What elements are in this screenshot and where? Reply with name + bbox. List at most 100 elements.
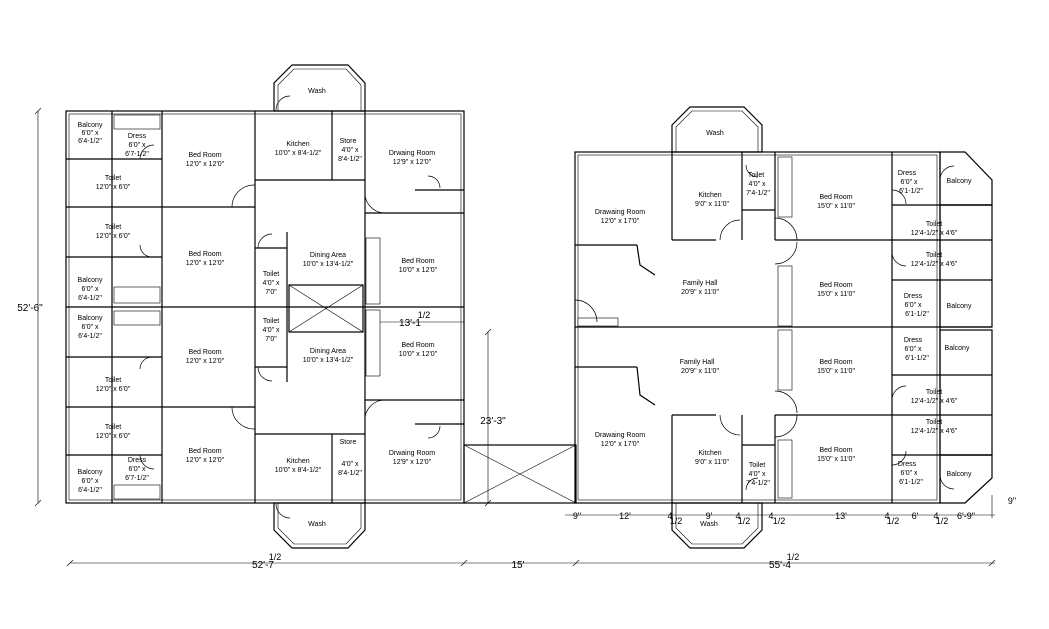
size-drawing-top: 12'9" x 12'0" — [393, 159, 432, 166]
left-block — [65, 64, 465, 549]
left-block-labels: Balcony 6'0" x 6'4-1/2" Dress 6'0" x 6'7… — [78, 88, 438, 528]
label-dress-bot: Dress — [128, 457, 147, 464]
label-balcony-top: Balcony — [78, 122, 103, 129]
size-bed-4: 12'0" x 12'0" — [186, 457, 225, 464]
size-r-toilet-bot-2: 7'4-1/2" — [746, 480, 770, 487]
size-r-bed-4: 15'0" x 11'0" — [817, 456, 855, 463]
size-balcony-mid2-1: 6'0" x — [81, 324, 99, 331]
size-balcony-bot-2: 6'4-1/2" — [78, 487, 102, 494]
size-r-dress-4-1: 6'0" x — [900, 470, 918, 477]
label-toilet-3: Toilet — [105, 377, 121, 384]
dim-seg-3: 4 — [667, 511, 672, 521]
size-balcony-mid1-2: 6'4-1/2" — [78, 295, 102, 302]
size-store-bot-2: 8'4-1/2" — [338, 470, 362, 477]
label-dining-1: Dining Area — [310, 252, 346, 259]
size-bed-r1: 10'0" x 12'0" — [399, 267, 438, 274]
size-r-drawing-top: 12'0" x 17'0" — [601, 218, 640, 225]
label-balcony-bot: Balcony — [78, 469, 103, 476]
label-dress-top: Dress — [128, 133, 147, 140]
label-toilet-1: Toilet — [105, 175, 121, 182]
size-r-toilet-3: 12'4-1/2" x 4'6" — [911, 398, 958, 405]
size-r-kitchen-top: 9'0" x 11'0" — [695, 201, 729, 208]
size-kitchen-bot: 10'0" x 8'4-1/2" — [275, 467, 322, 474]
dim-gap-width-frac: 1/2 — [418, 310, 431, 320]
label-r-bed-3: Bed Room — [819, 359, 852, 366]
size-r-toilet-2: 12'4-1/2" x 4'6" — [911, 261, 958, 268]
dim-seg-1: 9" — [573, 511, 581, 521]
dim-seg-12: 9" — [1008, 496, 1016, 506]
dim-total-height: 52'-6" — [17, 303, 43, 314]
size-toilet-c2-1: 4'0" x — [262, 327, 280, 334]
dim-seg-8-frac: 1/2 — [887, 516, 900, 526]
size-family-hall-2: 20'9" x 11'0" — [681, 368, 719, 375]
label-family-hall-2: Family Hall — [680, 359, 715, 366]
middle-passage — [380, 321, 577, 507]
dim-gap-width: 13'-1 — [399, 318, 421, 329]
label-bed-r1: Bed Room — [401, 258, 434, 265]
label-r-wash-bot: Wash — [700, 521, 718, 528]
dim-seg-9: 6' — [912, 511, 919, 521]
size-balcony-bot-1: 6'0" x — [81, 478, 99, 485]
size-bed-3: 12'0" x 12'0" — [186, 358, 225, 365]
size-r-dress-3-2: 6'1-1/2" — [905, 355, 929, 362]
label-r-drawing-top: Drawaing Room — [595, 209, 645, 216]
size-r-drawing-bot: 12'0" x 17'0" — [601, 441, 640, 448]
size-balcony-mid1-1: 6'0" x — [81, 286, 99, 293]
label-r-balcony-4: Balcony — [947, 471, 972, 478]
size-kitchen-top: 10'0" x 8'4-1/2" — [275, 150, 322, 157]
right-block-labels: Wash Drawaing Room 12'0" x 17'0" Kitchen… — [595, 130, 972, 528]
dim-middle-width: 15' — [511, 560, 524, 571]
size-r-bed-3: 15'0" x 11'0" — [817, 368, 855, 375]
size-r-dress-3-1: 6'0" x — [904, 346, 922, 353]
label-r-dress-3: Dress — [904, 337, 923, 344]
size-toilet-3: 12'0" x 6'0" — [96, 386, 131, 393]
size-toilet-1: 12'0" x 6'0" — [96, 184, 131, 191]
dim-seg-6: 4 — [768, 511, 773, 521]
label-balcony-mid2: Balcony — [78, 315, 103, 322]
label-r-drawing-bot: Drawaing Room — [595, 432, 645, 439]
label-r-dress-4: Dress — [898, 461, 917, 468]
size-r-dress-2-1: 6'0" x — [904, 302, 922, 309]
label-r-toilet-top: Toilet — [748, 172, 764, 179]
label-store-top: Store — [340, 138, 357, 145]
size-dress-top-1: 6'0" x — [128, 142, 146, 149]
size-bed-1: 12'0" x 12'0" — [186, 161, 225, 168]
size-dining-1: 10'0" x 13'4-1/2" — [303, 261, 354, 268]
size-r-toilet-top-2: 7'4-1/2" — [746, 190, 770, 197]
label-r-bed-2: Bed Room — [819, 282, 852, 289]
label-r-toilet-bot: Toilet — [749, 462, 765, 469]
label-wash-top: Wash — [308, 88, 326, 95]
dim-seg-3-frac: 1/2 — [670, 516, 683, 526]
label-r-dress-2: Dress — [904, 293, 923, 300]
dim-seg-7: 13' — [835, 511, 847, 521]
size-r-bed-2: 15'0" x 11'0" — [817, 291, 855, 298]
label-bed-4: Bed Room — [188, 448, 221, 455]
size-drawing-bot: 12'9" x 12'0" — [393, 459, 432, 466]
dim-left-width-frac: 1/2 — [269, 552, 282, 562]
label-r-dress-1: Dress — [898, 170, 917, 177]
dim-seg-6-frac: 1/2 — [773, 516, 786, 526]
size-family-hall-1: 20'9" x 11'0" — [681, 289, 719, 296]
size-r-dress-2-2: 6'1-1/2" — [905, 311, 929, 318]
label-drawing-top: Drwaing Room — [389, 150, 435, 157]
dimension-labels: 52'-6" 13'-1 1/2 23'-3" 52'-7 1/2 15' 55… — [17, 303, 1016, 571]
label-r-kitchen-top: Kitchen — [698, 192, 721, 199]
label-r-bed-4: Bed Room — [819, 447, 852, 454]
dim-seg-5-frac: 1/2 — [738, 516, 751, 526]
size-r-bed-1: 15'0" x 11'0" — [817, 203, 855, 210]
size-dress-top-2: 6'7-1/2" — [125, 151, 149, 158]
label-r-balcony-3: Balcony — [945, 345, 970, 352]
right-block — [574, 106, 993, 549]
label-toilet-2: Toilet — [105, 224, 121, 231]
size-dress-bot-1: 6'0" x — [128, 466, 146, 473]
label-toilet-4: Toilet — [105, 424, 121, 431]
size-r-toilet-bot-1: 4'0" x — [748, 471, 766, 478]
label-balcony-mid1: Balcony — [78, 277, 103, 284]
label-r-toilet-3: Toilet — [926, 389, 942, 396]
size-r-dress-1-1: 6'0" x — [900, 179, 918, 186]
size-r-kitchen-bot: 9'0" x 11'0" — [695, 459, 729, 466]
size-store-top-2: 8'4-1/2" — [338, 156, 362, 163]
size-balcony-mid2-2: 6'4-1/2" — [78, 333, 102, 340]
label-wash-bot: Wash — [308, 521, 326, 528]
dim-seg-10-frac: 1/2 — [936, 516, 949, 526]
